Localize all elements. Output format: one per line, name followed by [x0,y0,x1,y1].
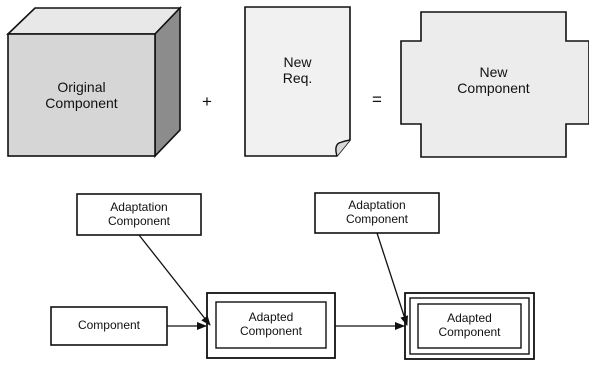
new-component-shape [400,11,589,158]
adaptation-component-box-2 [314,192,440,234]
adapted-component-label-2: Adapted Component [438,311,501,339]
original-component-cube [6,6,182,158]
adapted-component-frame-2 [404,292,535,360]
equals-sign: = [372,90,382,110]
adaptation-component-label-1: Adaptation Component [107,199,171,228]
original-component-label: Original Component [45,78,118,111]
adaptation-component-label-2: Adaptation Component [345,198,409,226]
component-box [50,306,168,346]
plus-sign: + [202,92,212,112]
arrow-adaptation-to-adapted-1 [138,234,211,326]
new-requirement-label: New Req. [282,53,313,86]
cube-front-face [7,33,156,157]
cube-top-face [6,7,182,35]
component-label: Component [77,318,141,333]
page-curl [335,139,351,157]
new-component-label: New Component [457,63,530,96]
arrow-adaptation-to-adapted-2 [376,232,409,326]
adapted-component-frame-1 [206,292,336,359]
cube-side-face [154,6,181,158]
adapted-component-label-1: Adapted Component [239,310,303,338]
